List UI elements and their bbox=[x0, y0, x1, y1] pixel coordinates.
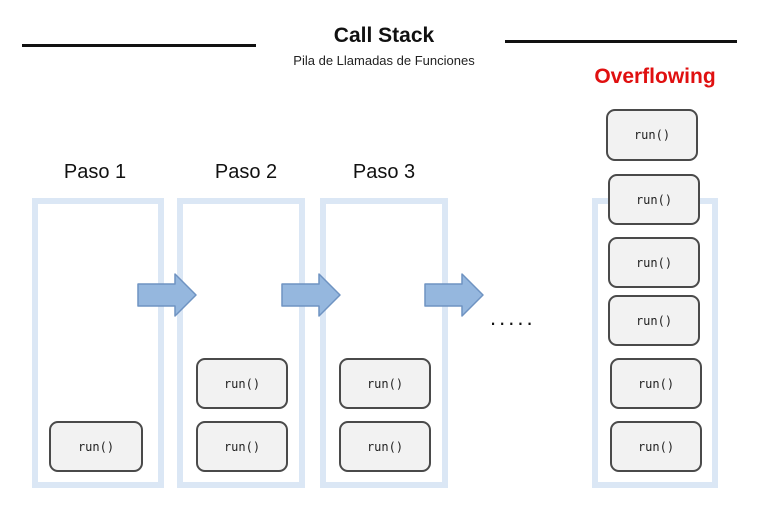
overflow-frame-run: run() bbox=[608, 237, 700, 288]
right-arrow-icon bbox=[424, 273, 484, 317]
page-title: Call Stack bbox=[333, 24, 435, 47]
overflow-frame-run: run() bbox=[610, 421, 702, 472]
step-2-label: Paso 2 bbox=[214, 161, 278, 183]
stack-step-3 bbox=[320, 198, 448, 488]
step-3-label: Paso 3 bbox=[352, 161, 416, 183]
overflowing-label: Overflowing bbox=[594, 65, 716, 88]
stack-step-1 bbox=[32, 198, 164, 488]
step-1-label: Paso 1 bbox=[63, 161, 127, 183]
page-subtitle: Pila de Llamadas de Funciones bbox=[293, 53, 475, 68]
stack-step-2 bbox=[177, 198, 305, 488]
stack-frame-run: run() bbox=[196, 421, 288, 472]
stack-frame-run: run() bbox=[49, 421, 143, 472]
overflow-frame-run: run() bbox=[610, 358, 702, 409]
stack-frame-run: run() bbox=[339, 358, 431, 409]
header-rule-left bbox=[22, 44, 256, 47]
overflow-frame-run: run() bbox=[608, 295, 700, 346]
overflow-frame-run: run() bbox=[608, 174, 700, 225]
overflow-frame-run: run() bbox=[606, 109, 698, 161]
stack-frame-run: run() bbox=[196, 358, 288, 409]
stack-frame-run: run() bbox=[339, 421, 431, 472]
ellipsis: ..... bbox=[490, 305, 536, 330]
header-rule-right bbox=[505, 40, 737, 43]
right-arrow-icon bbox=[137, 273, 197, 317]
right-arrow-icon bbox=[281, 273, 341, 317]
